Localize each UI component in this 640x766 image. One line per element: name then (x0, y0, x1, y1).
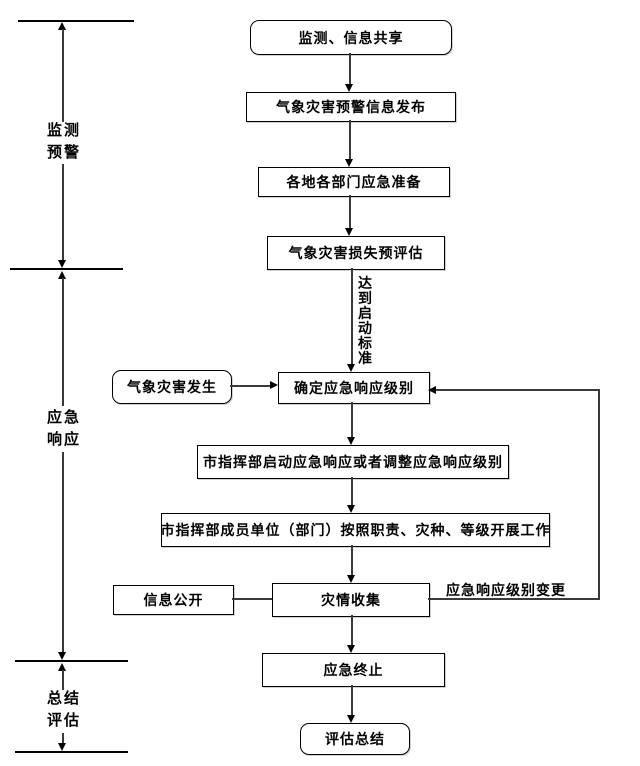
phase-monitoring-line1: 监测 (46, 122, 81, 139)
node-members-work: 市指挥部成员单位（部门）按照职责、灾种、等级开展工作 (161, 513, 550, 547)
connector-line (351, 615, 353, 645)
rail-line (62, 278, 64, 406)
rail-divider-monitoring-response (10, 268, 123, 270)
node-info-public: 信息公开 (113, 585, 234, 615)
phase-response-line1: 应急 (46, 409, 81, 426)
connector-line (351, 402, 353, 437)
arrow-down-icon (345, 84, 353, 92)
rail-divider-response-summary (15, 660, 128, 662)
connector-line (351, 477, 353, 505)
rail-line (62, 452, 64, 652)
arrow-down-icon (345, 159, 353, 167)
arrow-up-icon (58, 271, 66, 279)
node-emergency-end: 应急终止 (262, 653, 445, 687)
phase-response-line2: 响应 (46, 431, 81, 448)
node-warning-release: 气象灾害预警信息发布 (246, 92, 456, 122)
arrow-down-icon (345, 228, 353, 236)
connector-line (351, 685, 353, 715)
phase-label-monitoring: 监测 预警 (36, 122, 92, 161)
arrow-down-icon (58, 260, 66, 268)
arrow-down-icon (58, 652, 66, 660)
arrow-left-icon (428, 386, 436, 394)
connector-line (349, 120, 351, 159)
arrow-down-icon (347, 364, 355, 372)
arrow-down-icon (347, 505, 355, 513)
connector-line (230, 385, 271, 387)
rail-line (62, 733, 64, 743)
feedback-line-bottom (428, 598, 600, 600)
connector-line (232, 598, 272, 600)
node-determine-level: 确定应急响应级别 (278, 372, 430, 404)
connector-line (351, 268, 353, 364)
node-eval-summary: 评估总结 (300, 723, 410, 755)
arrow-down-icon (347, 645, 355, 653)
feedback-line-top (436, 389, 600, 391)
connector-line (349, 53, 351, 84)
arrow-up-icon (58, 663, 66, 671)
rail-line (62, 164, 64, 260)
rail-divider-bottom (15, 751, 128, 753)
node-start-or-adjust: 市指挥部启动应急响应或者调整应急响应级别 (197, 445, 509, 479)
node-emergency-prep: 各地各部门应急准备 (258, 167, 450, 197)
rail-line (62, 29, 64, 122)
connector-line (349, 195, 351, 228)
phase-summary-line1: 总结 (46, 690, 81, 707)
edge-label-level-change: 应急响应级别变更 (446, 582, 566, 598)
node-loss-preassess: 气象灾害损失预评估 (267, 236, 445, 270)
phase-summary-line2: 评估 (46, 712, 81, 729)
arrow-down-icon (347, 437, 355, 445)
phase-monitoring-line2: 预警 (46, 144, 81, 161)
rail-line (62, 670, 64, 690)
node-disaster-occur: 气象灾害发生 (112, 370, 232, 404)
connector-line (351, 545, 353, 575)
feedback-line-right (598, 389, 600, 600)
phase-label-response: 应急 响应 (36, 409, 92, 448)
node-monitor-share: 监测、信息共享 (250, 20, 452, 55)
arrow-up-icon (58, 22, 66, 30)
edge-label-reach-standard: 达到启动标准 (357, 275, 373, 366)
phase-label-summary: 总结 评估 (36, 690, 92, 729)
arrow-down-icon (347, 715, 355, 723)
rail-divider-top (18, 20, 134, 22)
arrow-right-icon (270, 381, 278, 389)
arrow-down-icon (347, 575, 355, 583)
arrow-down-icon (58, 743, 66, 751)
node-disaster-collect: 灾情收集 (272, 583, 430, 617)
